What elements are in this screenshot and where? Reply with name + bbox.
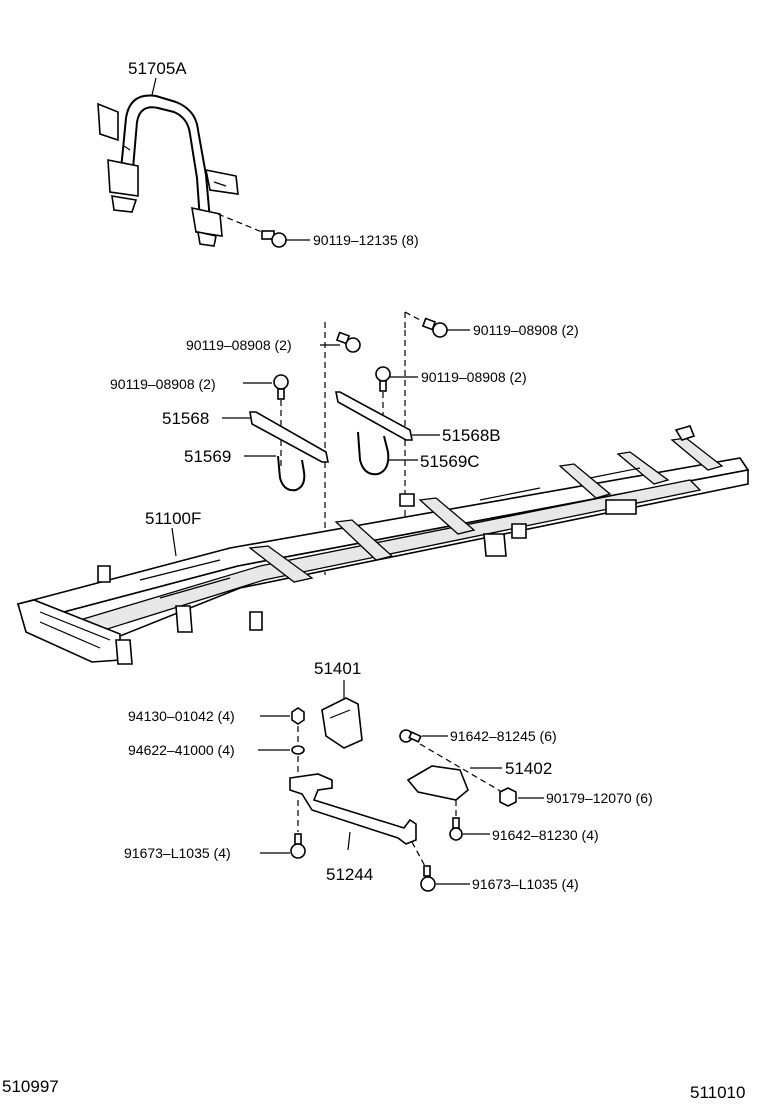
label-90119-08908-left: 90119–08908 (2) — [110, 376, 216, 392]
label-90119-08908-right: 90119–08908 (2) — [421, 369, 527, 385]
frame-assembly — [16, 425, 750, 665]
label-51705A: 51705A — [128, 59, 187, 78]
bracket-51568 — [249, 411, 329, 463]
leader-51100F — [171, 527, 177, 557]
label-91673-L1035-right: 91673–L1035 (4) — [472, 876, 579, 892]
bolt-icon — [421, 317, 448, 338]
bar-51244 — [289, 773, 417, 845]
footer-right-code: 511010 — [690, 1083, 745, 1102]
label-51401: 51401 — [314, 659, 361, 678]
label-90179-12070: 90179–12070 (6) — [546, 790, 653, 806]
label-51244: 51244 — [326, 865, 373, 884]
bolt-icon — [399, 729, 422, 743]
label-90119-12135: 90119–12135 (8) — [313, 232, 419, 248]
bolt-icon — [273, 374, 289, 400]
label-51569C: 51569C — [420, 452, 480, 471]
label-91642-81230: 91642–81230 (4) — [492, 827, 599, 843]
bolt-icon — [449, 817, 463, 841]
bolt-icon — [261, 230, 287, 248]
bolt-icon — [335, 331, 361, 353]
bracket-51401 — [321, 697, 363, 749]
leader-51705A — [151, 77, 157, 96]
label-94622-41000: 94622–41000 (4) — [128, 742, 235, 758]
label-51402: 51402 — [505, 759, 552, 778]
label-94130-01042: 94130–01042 (4) — [128, 708, 235, 724]
label-90119-08908-left-top: 90119–08908 (2) — [186, 337, 292, 353]
label-51568B: 51568B — [442, 426, 501, 445]
footer-left-code: 510997 — [2, 1077, 59, 1096]
label-51568: 51568 — [162, 409, 209, 428]
bracket-51568B — [335, 391, 413, 441]
label-91642-81245: 91642–81245 (6) — [450, 728, 557, 744]
bolt-icon — [290, 833, 306, 859]
nut-icon — [499, 787, 517, 807]
bolt-icon — [375, 366, 391, 392]
label-91673-L1035-left: 91673–L1035 (4) — [124, 845, 231, 861]
bolt-icon — [420, 865, 436, 892]
label-51569: 51569 — [184, 447, 231, 466]
bracket-51402 — [406, 765, 469, 801]
label-90119-08908-right-top: 90119–08908 (2) — [473, 322, 579, 338]
clamp-51569C — [357, 431, 390, 476]
label-51100F: 51100F — [145, 509, 201, 528]
roll-bar-assembly — [97, 94, 239, 247]
washer-icon — [291, 745, 305, 755]
nut-icon — [291, 707, 305, 725]
clamp-51569 — [277, 455, 306, 492]
